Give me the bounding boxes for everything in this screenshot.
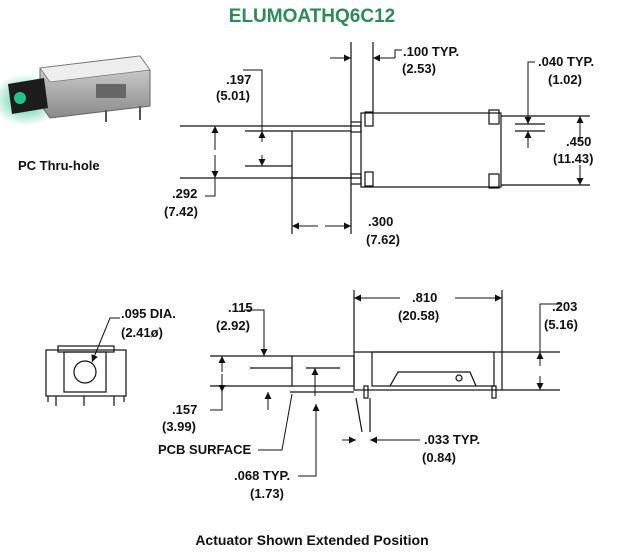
dim-300-inch: .300 — [368, 214, 393, 229]
product-photo — [0, 55, 151, 126]
dim-068: .068 TYP. (1.73) — [234, 404, 320, 501]
dim-068-inch: .068 TYP. — [234, 468, 290, 483]
dim-100-mm: (2.53) — [402, 61, 436, 76]
dim-100-inch: .100 TYP. — [403, 44, 459, 59]
figure-caption: Actuator Shown Extended Position — [195, 532, 429, 548]
front-view-drawing — [45, 345, 127, 406]
dim-197-inch: .197 — [226, 72, 251, 87]
top-view-dimensions: .197 (5.01) .100 TYP. (2.53) .040 TYP. (… — [164, 44, 594, 247]
dim-040-inch: .040 TYP. — [538, 54, 594, 69]
dim-115: .115 (2.92) — [216, 300, 319, 396]
dim-033-inch: .033 TYP. — [424, 432, 480, 447]
dim-292-mm: (7.42) — [164, 204, 198, 219]
pcb-surface-callout: PCB SURFACE — [158, 393, 293, 457]
dim-197-mm: (5.01) — [216, 88, 250, 103]
dim-810-inch: .810 — [412, 290, 437, 305]
dim-095-mm: (2.41ø) — [121, 325, 163, 340]
dim-115-mm: (2.92) — [216, 318, 250, 333]
dim-068-mm: (1.73) — [250, 486, 284, 501]
dim-157-mm: (3.99) — [162, 419, 196, 434]
dim-292: .292 (7.42) — [164, 126, 219, 219]
dim-115-inch: .115 — [228, 300, 253, 315]
dim-450-mm: (11.43) — [553, 151, 593, 166]
dim-810-mm: (20.58) — [398, 308, 439, 323]
dim-040: .040 TYP. (1.02) — [524, 54, 594, 148]
dim-033-mm: (0.84) — [422, 450, 456, 465]
dim-040-mm: (1.02) — [548, 72, 582, 87]
dim-300-mm: (7.62) — [366, 232, 400, 247]
pcb-surface-label: PCB SURFACE — [158, 442, 252, 457]
dim-810: .810 (20.58) — [354, 290, 502, 323]
dim-450: .450 (11.43) — [553, 116, 593, 185]
product-label: PC Thru-hole — [18, 158, 100, 173]
side-view-dimensions: .115 (2.92) .810 (20.58) .203 (5.16) .15… — [158, 290, 578, 501]
dim-450-inch: .450 — [566, 134, 591, 149]
top-view-drawing — [180, 42, 590, 234]
dim-157: .157 (3.99) — [162, 356, 272, 434]
side-view-drawing — [210, 290, 560, 433]
dim-203: .203 (5.16) — [536, 299, 578, 390]
dim-203-mm: (5.16) — [544, 317, 578, 332]
dim-292-inch: .292 — [172, 186, 197, 201]
dim-100: .100 TYP. (2.53) — [330, 44, 459, 76]
dim-095: .095 DIA. (2.41ø) — [91, 306, 176, 363]
dim-033: .033 TYP. (0.84) — [342, 432, 480, 465]
dim-300: .300 (7.62) — [292, 214, 400, 247]
dim-203-inch: .203 — [552, 299, 577, 314]
dim-197: .197 (5.01) — [216, 69, 266, 166]
dim-095-inch: .095 DIA. — [121, 306, 176, 321]
dim-157-inch: .157 — [172, 402, 197, 417]
part-number-title: ELUMOATHQ6C12 — [228, 6, 396, 27]
